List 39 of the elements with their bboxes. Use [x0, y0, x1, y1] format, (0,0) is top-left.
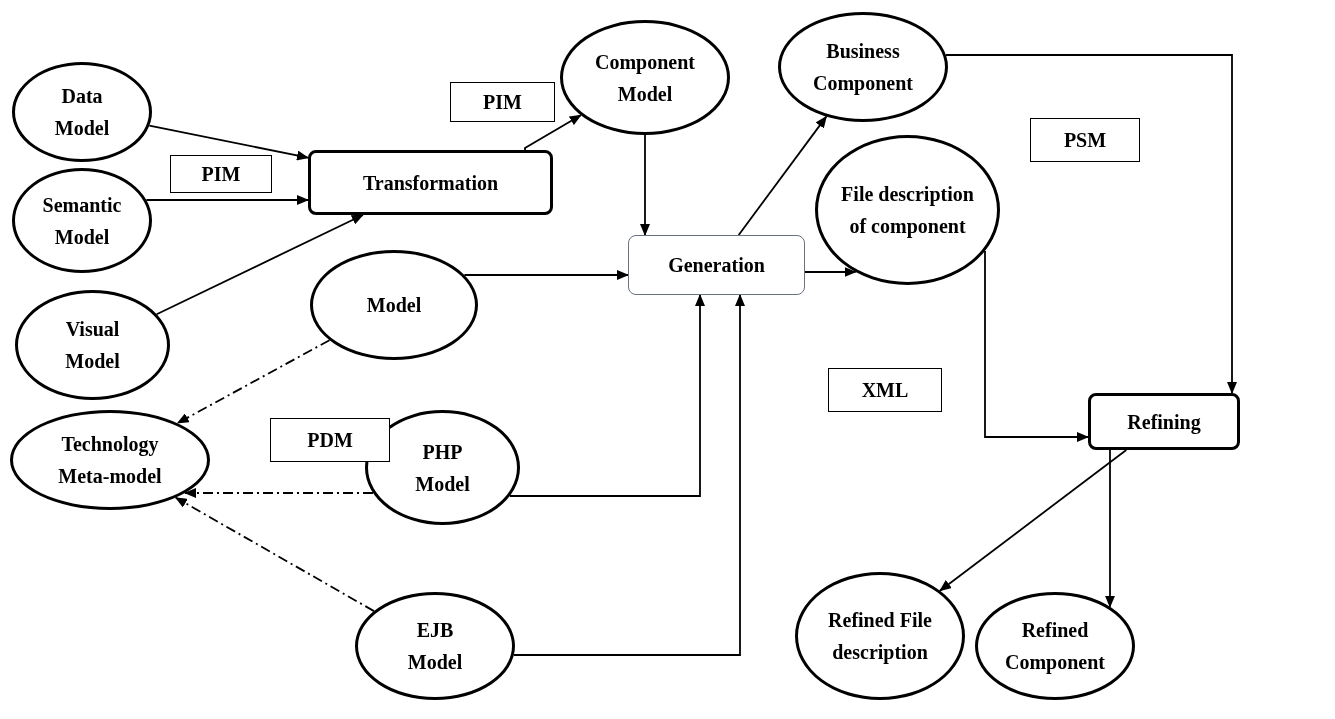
- dash-dot-arrow: [174, 496, 375, 612]
- node-label: Data Model: [53, 84, 111, 141]
- node-label: EJB Model: [406, 618, 464, 675]
- arrow: [513, 294, 745, 656]
- tag-box: [450, 82, 555, 122]
- tag-box: [828, 368, 942, 412]
- node-label: Technology Meta-model: [57, 432, 163, 489]
- arrow: [804, 267, 857, 277]
- process-box: [1088, 393, 1240, 450]
- arrow: [1105, 449, 1115, 608]
- node-label: Model: [366, 293, 422, 318]
- process-box: [308, 150, 553, 215]
- node-label: Transformation: [362, 170, 499, 196]
- tag-box: [270, 418, 390, 462]
- arrow: [945, 54, 1237, 394]
- node-label: Generation: [668, 253, 765, 278]
- node-label: Component Model: [594, 49, 696, 107]
- arrow: [939, 449, 1128, 592]
- node-label: Semantic Model: [41, 192, 123, 250]
- arrow: [640, 134, 650, 236]
- process-box: [628, 235, 805, 295]
- node-label: PIM: [483, 90, 522, 115]
- node-label: PHP Model: [414, 439, 471, 497]
- tag-box: [1030, 118, 1140, 162]
- node-label: Business Component: [812, 39, 914, 97]
- node-label: Refined File description: [827, 608, 933, 666]
- tag-box: [170, 155, 272, 193]
- dash-dot-arrow: [176, 339, 331, 424]
- node-label: XML: [861, 378, 909, 403]
- node-label: PIM: [201, 162, 241, 187]
- arrow: [524, 114, 582, 151]
- node-label: Visual Model: [64, 317, 121, 374]
- arrow: [737, 115, 828, 236]
- node-label: PSM: [1063, 128, 1107, 153]
- node-label: Refining: [1127, 409, 1201, 436]
- arrow: [148, 124, 309, 161]
- node-label: File description of component: [840, 182, 975, 240]
- node-label: PDM: [307, 428, 353, 453]
- node-label: Refined Component: [1004, 618, 1106, 676]
